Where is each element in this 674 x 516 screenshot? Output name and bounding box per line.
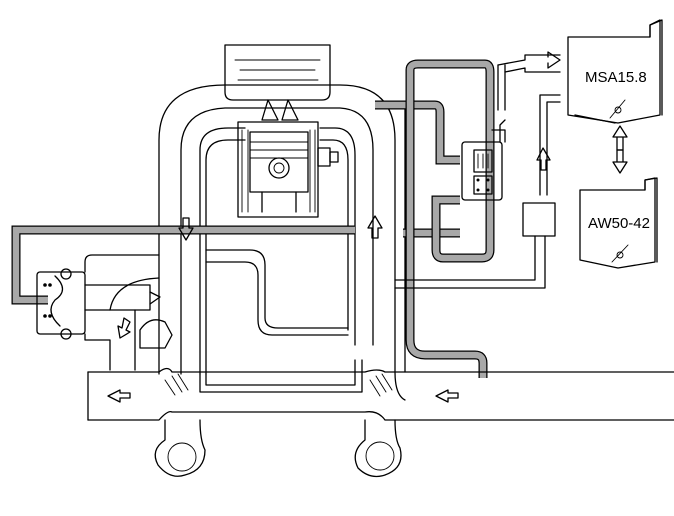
- main-return-pipe: [87, 367, 674, 478]
- control-valve: [461, 119, 506, 201]
- arrow-up-icon: [367, 215, 383, 239]
- arrow-down-icon: [612, 149, 628, 174]
- arrow-left-icon: [107, 389, 131, 403]
- engine-coolant-passages: [158, 84, 406, 401]
- ecu-label: MSA15.8: [585, 69, 647, 86]
- flow-arrows: [107, 51, 628, 403]
- cylinder-assembly: [224, 44, 339, 218]
- signal-lines: [394, 54, 561, 289]
- arrow-up-icon: [536, 147, 551, 171]
- arrow-left-icon: [435, 389, 459, 403]
- arrow-right-icon: [547, 51, 561, 69]
- tcu-label: AW50-42: [588, 215, 650, 232]
- tcu-module: AW50-42: [579, 177, 658, 269]
- heater-bypass-pipes: [11, 59, 495, 378]
- arrow-down-icon: [117, 317, 131, 339]
- arrow-down-icon: [178, 217, 194, 241]
- arrow-up-icon: [612, 125, 628, 151]
- thermostat-housing: [36, 254, 173, 371]
- ecu-module: MSA15.8: [567, 19, 663, 124]
- temperature-sensor-box: [522, 202, 556, 237]
